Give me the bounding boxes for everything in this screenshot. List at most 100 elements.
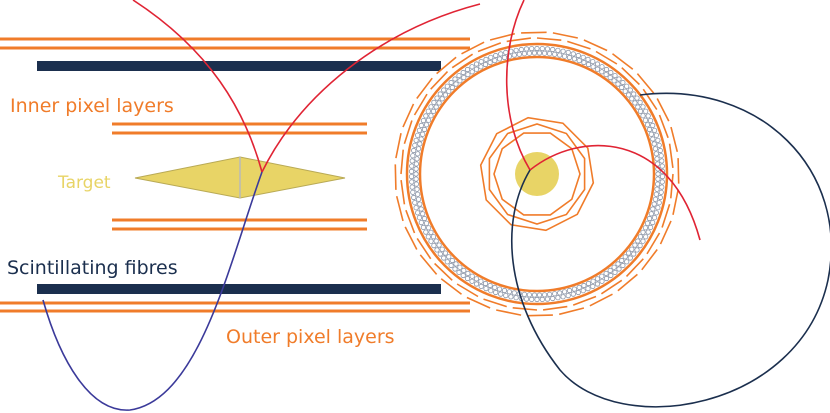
fibre [423, 220, 430, 226]
fibre [408, 174, 415, 180]
fibre [531, 292, 538, 298]
fibre [521, 51, 528, 57]
outer-pixel-segment [552, 32, 578, 39]
fibre [647, 118, 654, 124]
fibre [469, 273, 475, 279]
fibre [650, 220, 656, 226]
fibre [637, 234, 644, 240]
outer-pixel-segment [483, 298, 507, 308]
fibre [465, 270, 471, 276]
outer-pixel-ring [394, 31, 680, 317]
outer-pixel-segment [400, 179, 406, 205]
fibre [590, 283, 596, 289]
fibre [654, 181, 661, 187]
fibre [608, 69, 614, 76]
fibre [473, 61, 480, 67]
fibre [550, 295, 556, 302]
fibre [469, 64, 475, 70]
fibre [615, 261, 621, 267]
label-target: Target [57, 173, 111, 193]
outer-pixel-segment [477, 42, 502, 53]
fibre [594, 276, 601, 282]
fibre [473, 276, 480, 282]
fibre [444, 83, 450, 89]
fibre [658, 153, 664, 159]
fibre [557, 52, 563, 58]
fibre [603, 72, 609, 78]
fibre [421, 215, 428, 222]
fibre [646, 215, 653, 222]
fibre [420, 211, 426, 217]
outer-pixel-segment [521, 31, 547, 34]
fibre [413, 171, 419, 177]
fibre [643, 108, 649, 114]
fibre [425, 234, 431, 240]
fibre [436, 242, 442, 248]
fibre [585, 56, 591, 63]
fibre [498, 291, 504, 297]
fibre [431, 243, 437, 249]
fibre [457, 264, 463, 270]
fibre [430, 108, 437, 114]
outer-pixel-segment [612, 53, 634, 70]
fibre-ring-outer [405, 42, 669, 306]
fibre [526, 292, 533, 298]
fibre [653, 151, 659, 157]
fibre [523, 296, 530, 302]
fibre [434, 247, 440, 253]
fibre [645, 229, 651, 235]
fibre [531, 50, 538, 56]
outer-pixel-segment [636, 73, 655, 94]
fibre [513, 295, 519, 301]
fibre [652, 146, 659, 152]
fibre [655, 176, 661, 182]
fibre [449, 257, 455, 264]
inner-pixel-layers-bottom [112, 218, 367, 231]
fibre [590, 58, 596, 65]
outer-pixel-segment [489, 32, 515, 41]
fibre [640, 238, 646, 244]
fibre [552, 51, 558, 57]
fibre [423, 113, 429, 119]
fibre [413, 181, 419, 187]
fibre [590, 278, 596, 284]
fibre [511, 52, 517, 58]
fibre [653, 132, 660, 138]
fibre [433, 238, 439, 244]
fibre-ring-inner [418, 55, 656, 293]
fibre [414, 186, 420, 192]
fibre [637, 108, 644, 114]
fibre [457, 78, 463, 84]
fibre [659, 179, 665, 185]
fibre [488, 288, 494, 294]
fibre [622, 88, 628, 94]
fibre [420, 131, 426, 137]
track-blue-side [42, 171, 263, 411]
fibre [599, 69, 605, 75]
fibre [594, 66, 601, 72]
fibre [493, 289, 499, 296]
fibre [417, 201, 423, 207]
fibre [425, 117, 432, 123]
fibre [418, 220, 424, 226]
fibre [465, 72, 471, 78]
fibre [506, 289, 512, 295]
fibre [420, 118, 426, 124]
inner-pixel-ring [479, 116, 595, 232]
fibre [501, 287, 508, 294]
fibre [651, 141, 657, 147]
fibre [581, 282, 587, 289]
fibre [446, 88, 452, 94]
fibre [423, 122, 430, 128]
track-red-end-upper [505, 0, 531, 171]
outer-pixel-segment [595, 50, 618, 65]
fibre [452, 266, 458, 272]
fibre [607, 267, 613, 273]
outer-pixel-segment [402, 103, 415, 128]
outer-pixel-segment [658, 114, 669, 139]
fibre [441, 255, 447, 261]
outer-pixel-segment [404, 226, 418, 250]
outer-pixel-segment [677, 158, 680, 184]
fibre [642, 225, 649, 231]
